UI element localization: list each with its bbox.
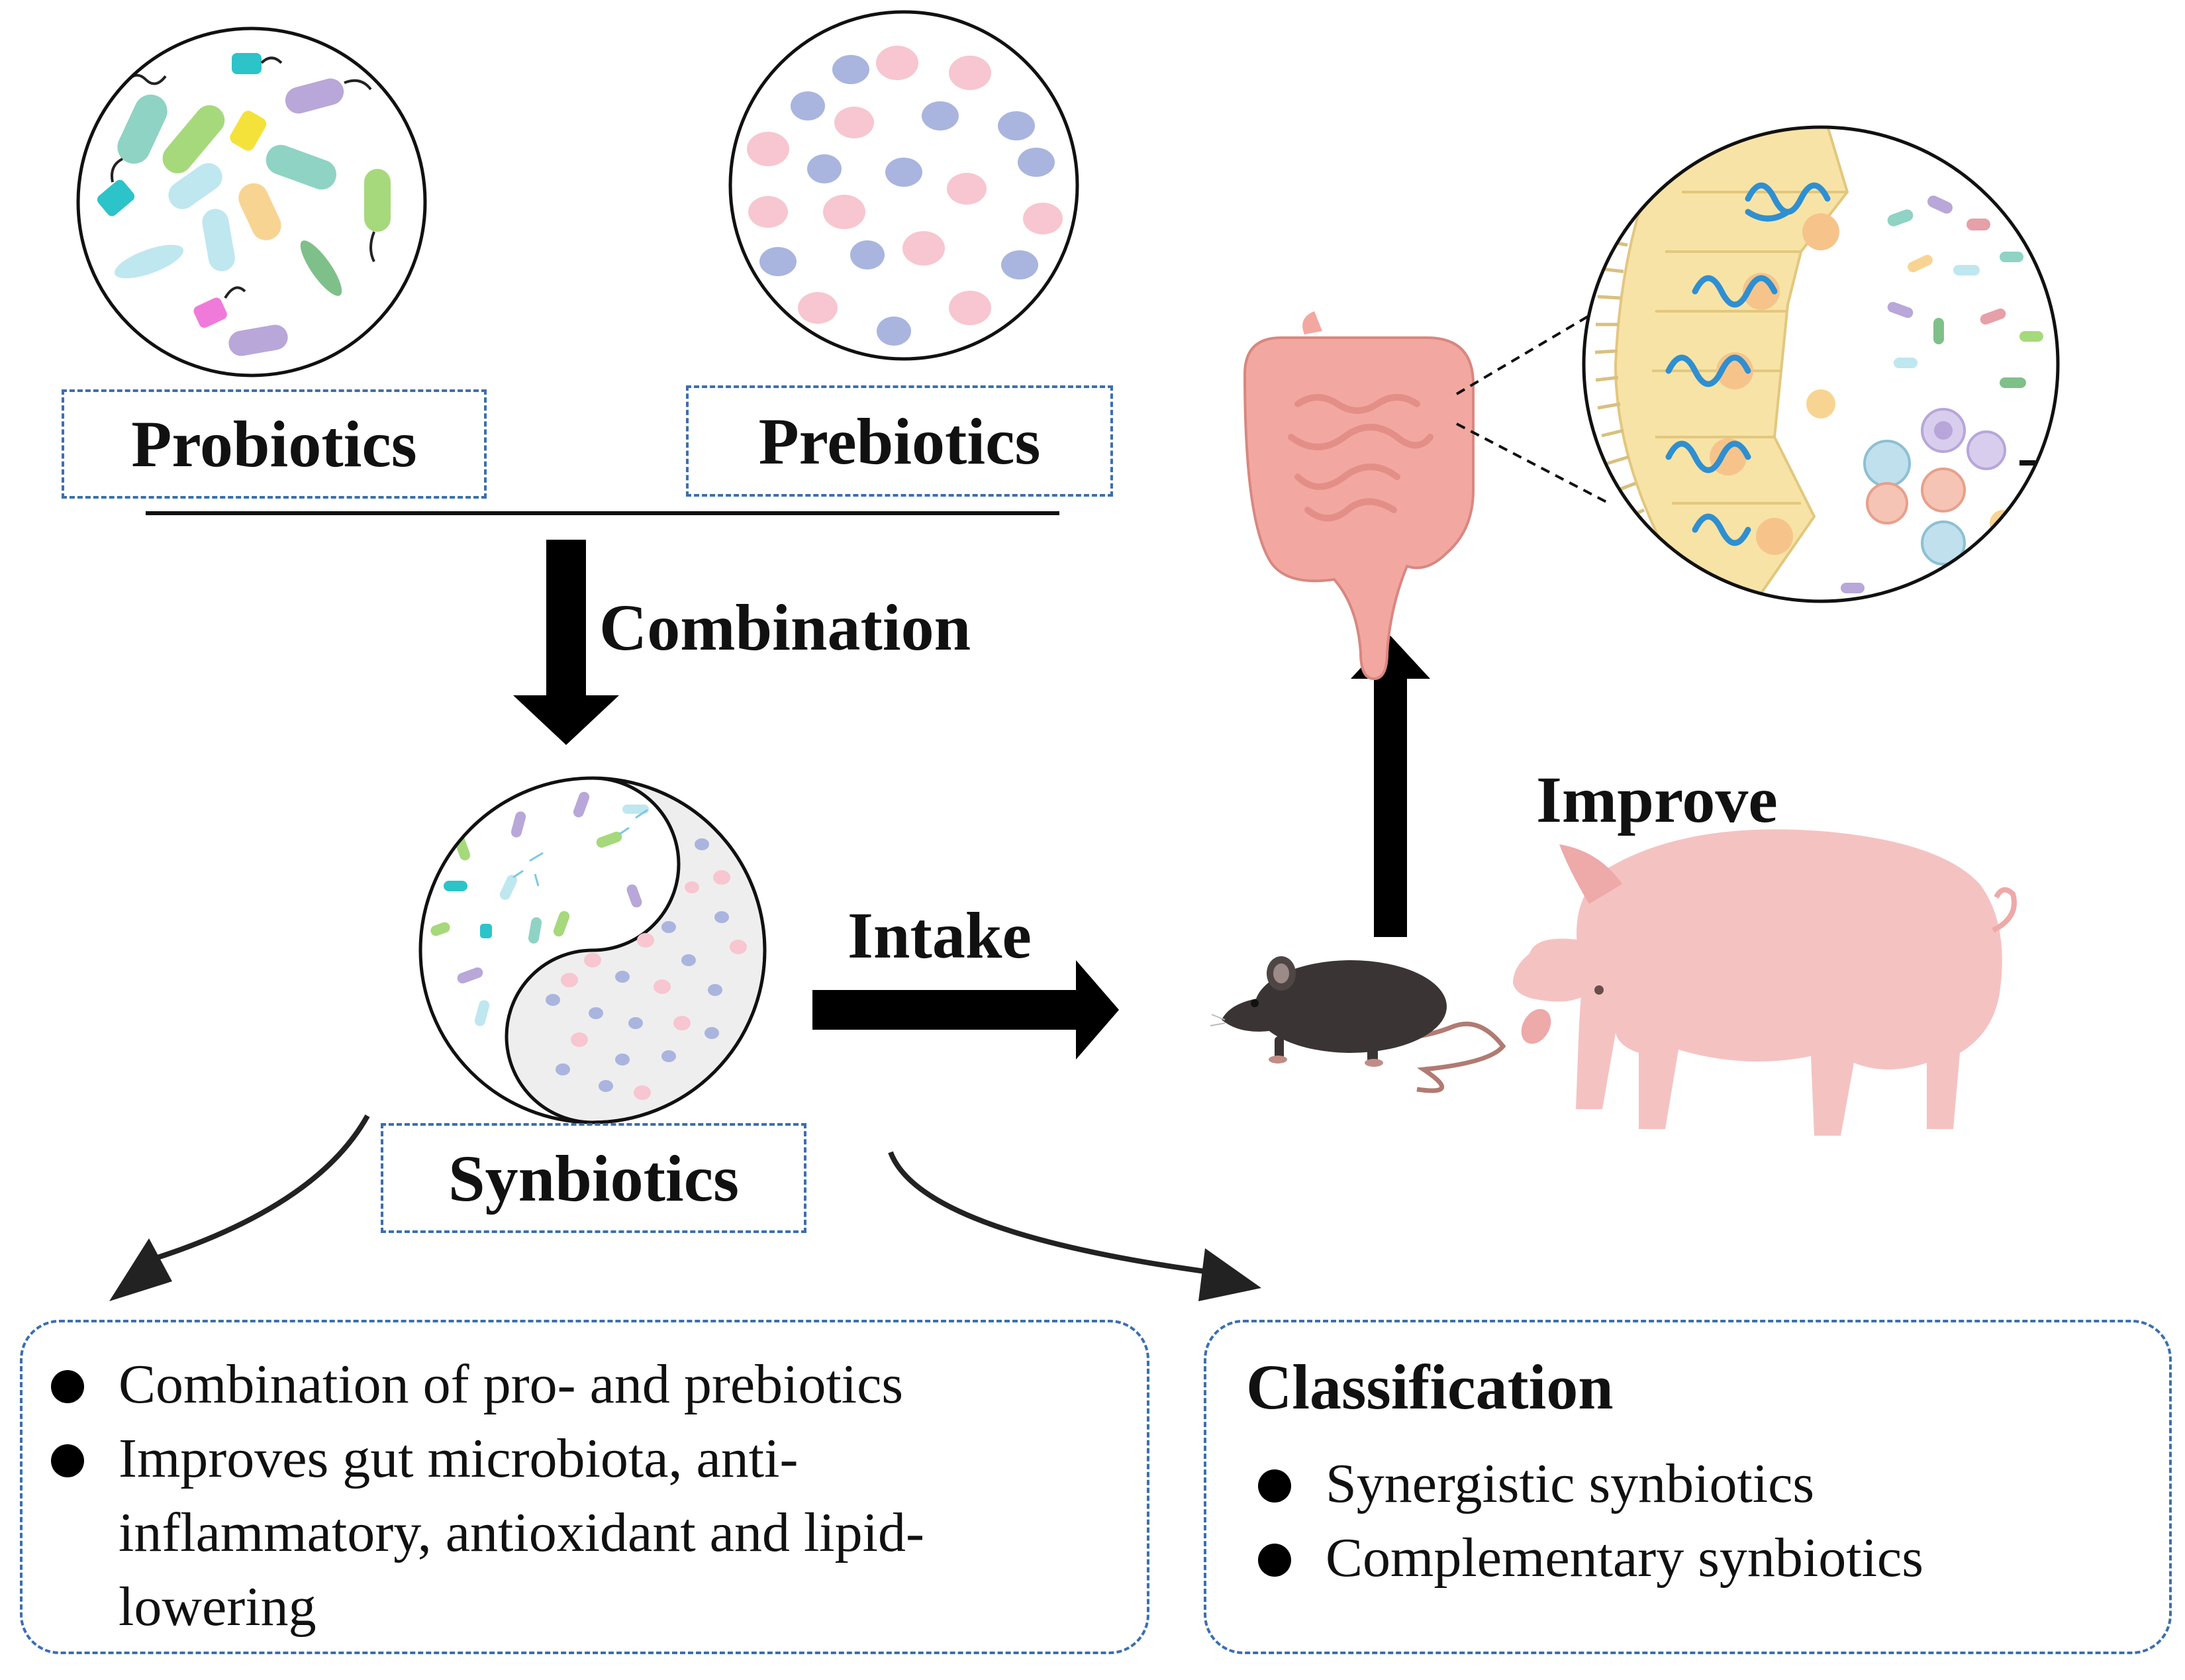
list-item: Synergistic synbiotics: [1246, 1447, 2143, 1521]
right-curve-arrow: [888, 1151, 1261, 1301]
prebiotics-label: Prebiotics: [686, 385, 1113, 497]
combination-arrow: [513, 540, 619, 745]
yin-yang-icon: [420, 778, 765, 1122]
list-item: Combination of pro- and prebiotics: [39, 1348, 1120, 1422]
definition-list: Combination of pro- and prebiotics Impro…: [39, 1348, 1120, 1644]
intestine-icon: [1243, 311, 1475, 681]
list-item: Improves gut microbiota, anti-inflammato…: [39, 1422, 1120, 1644]
probiotics-circle: [76, 26, 427, 377]
left-curve-arrow: [109, 1114, 370, 1301]
combination-label: Combination: [599, 591, 971, 664]
bacteria-icon: [97, 53, 391, 356]
zoom-line-bottom: [1456, 422, 1610, 505]
zoom-line-top: [1455, 307, 1604, 395]
gut-epithelium-circle: [1582, 125, 2060, 603]
probiotics-label: Probiotics: [62, 389, 487, 499]
definition-box: Combination of pro- and prebiotics Impro…: [20, 1320, 1149, 1654]
classification-list: Synergistic synbiotics Complementary syn…: [1246, 1447, 2143, 1595]
intake-label: Intake: [848, 899, 1032, 972]
prebiotics-text: Prebiotics: [758, 404, 1041, 478]
list-item: Complementary synbiotics: [1246, 1521, 2143, 1595]
classification-title: Classification: [1246, 1352, 1614, 1422]
synbiotics-label: Synbiotics: [381, 1123, 806, 1233]
intake-arrow: [812, 960, 1119, 1060]
synbiotics-text: Synbiotics: [448, 1141, 739, 1215]
prebiotic-fiber-icon: [747, 46, 1063, 346]
gut-epithelium-icon: [1584, 127, 2058, 601]
probiotics-text: Probiotics: [131, 407, 417, 481]
classification-box: Classification Synergistic synbiotics Co…: [1204, 1320, 2172, 1654]
synbiotics-circle: [418, 776, 767, 1124]
prebiotics-circle: [728, 10, 1079, 361]
mouse-icon: [1210, 956, 1506, 1093]
improve-arrow: [1351, 636, 1430, 937]
improve-label: Improve: [1536, 763, 1778, 836]
pig-icon: [1513, 829, 2017, 1136]
